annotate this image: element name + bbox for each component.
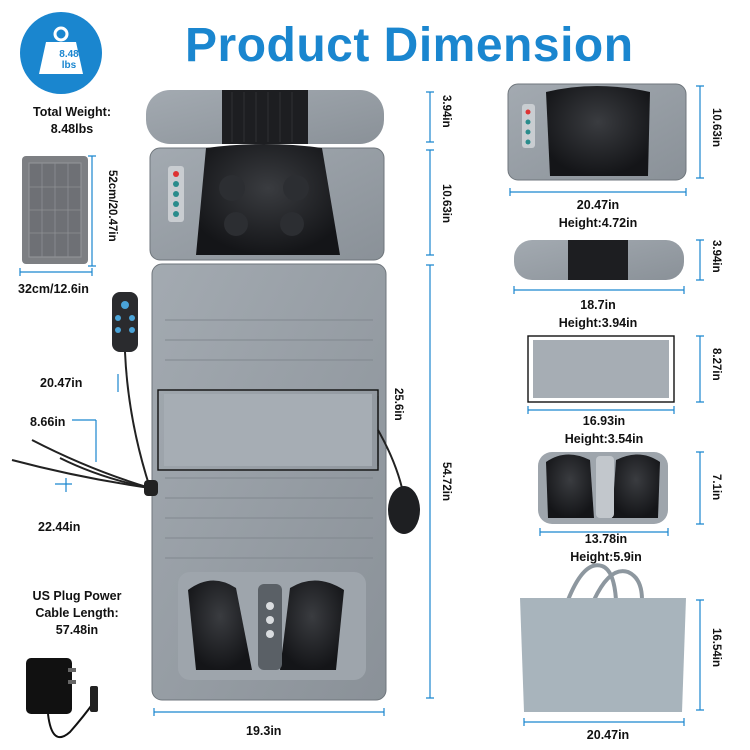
cushion-side: 8.27in <box>710 348 722 381</box>
cushion-height: Height:3.54in <box>564 432 644 446</box>
pillow-side: 3.94in <box>710 240 722 273</box>
weight-icon <box>39 26 83 74</box>
pillow-width: 18.7in <box>580 298 616 312</box>
center-pad-label: 25.6in <box>392 388 404 421</box>
power-label-2: Cable Length: <box>35 606 119 620</box>
cable-a-label: 8.66in <box>30 415 66 429</box>
pad-height-label: 52cm/20.47in <box>106 170 118 242</box>
head-massager-dims: 20.47in Height:4.72in <box>538 196 658 232</box>
badge-weight-value: 8.48 lbs <box>52 49 86 71</box>
pad-width-label: 32cm/12.6in <box>18 282 89 296</box>
controller-cord-label: 20.47in <box>40 376 83 390</box>
page-title: Product Dimension <box>185 19 634 72</box>
towel-pad <box>22 156 88 264</box>
component-pillow <box>514 240 684 280</box>
pillow-height-label: 3.94in <box>440 95 452 128</box>
pillow-roll <box>146 90 384 144</box>
cushion-width: 16.93in <box>582 414 626 428</box>
carry-bag-side: 16.54in <box>710 628 722 667</box>
component-carry-bag <box>520 563 686 712</box>
badge-unit: lbs <box>61 60 77 71</box>
foot-massager-height: Height:5.9in <box>570 550 642 564</box>
head-section <box>149 144 385 261</box>
badge-value: 8.48 <box>59 49 79 60</box>
head-massager-width: 20.47in <box>576 198 620 212</box>
cushion-dims: 16.93in Height:3.54in <box>544 412 664 448</box>
total-weight: Total Weight: 8.48lbs <box>12 104 132 138</box>
body-mat <box>151 263 387 701</box>
foot-massager-side: 7.1in <box>710 474 722 501</box>
hand-controller <box>11 292 158 496</box>
foot-massager-width: 13.78in <box>584 532 628 546</box>
head-section-height-label: 10.63in <box>440 184 452 223</box>
air-pump-bulb <box>377 429 420 534</box>
total-weight-value: 8.48lbs <box>50 122 94 136</box>
power-label-1: US Plug Power <box>32 589 122 603</box>
power-adapter <box>26 658 98 738</box>
component-cushion <box>527 335 675 403</box>
power-cable-info: US Plug Power Cable Length: 57.48in <box>18 588 136 639</box>
component-foot-massager <box>538 452 668 524</box>
mat-width-label: 19.3in <box>246 724 282 738</box>
component-head-massager <box>507 83 687 181</box>
head-massager-side: 10.63in <box>710 108 722 147</box>
cable-b-label: 22.44in <box>38 520 81 534</box>
carry-bag-width: 20.47in <box>586 728 630 742</box>
total-weight-label: Total Weight: <box>33 105 111 119</box>
foot-massager-dims: 13.78in Height:5.9in <box>546 530 666 566</box>
power-value: 57.48in <box>55 623 99 637</box>
pillow-dims: 18.7in Height:3.94in <box>538 296 658 332</box>
head-massager-height: Height:4.72in <box>558 216 638 230</box>
pillow-height: Height:3.94in <box>558 316 638 330</box>
body-mat-height-label: 54.72in <box>440 462 452 501</box>
